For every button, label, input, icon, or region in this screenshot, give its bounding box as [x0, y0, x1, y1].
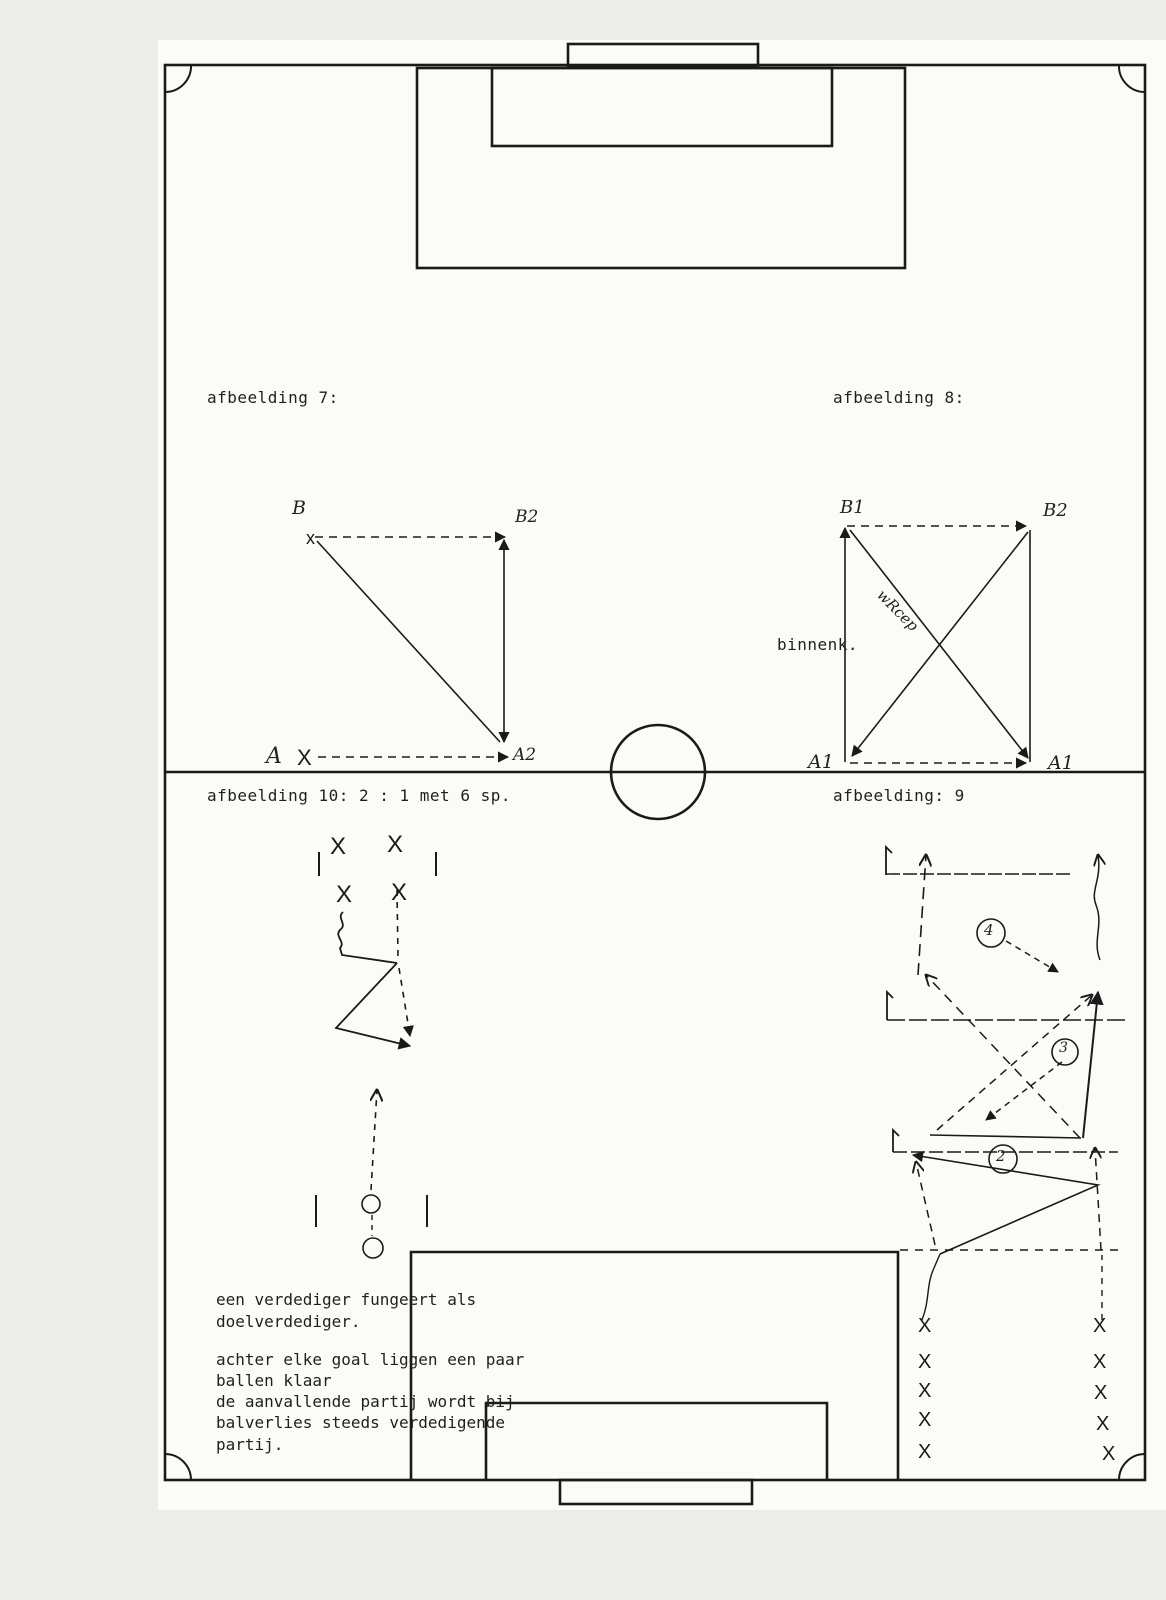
fig10-heading: afbeelding 10: 2 : 1 met 6 sp. [207, 786, 511, 805]
fig8-diagonal-b2-a1 [851, 531, 1029, 757]
fig7-run-b-a2 [316, 540, 501, 743]
figure-8-drawing [839, 520, 1031, 769]
note-line-7: partij. [216, 1435, 284, 1454]
fig9-step-circle-2 [988, 1144, 1018, 1174]
fig7-label-b: B [292, 497, 306, 519]
fig9-diag-up [936, 995, 1092, 1131]
fig10-dribble [337, 911, 398, 964]
fig7-x-b: x [306, 528, 315, 548]
corner-arc-tl [164, 64, 193, 93]
figure-7-drawing: x X [297, 528, 510, 770]
fig7-heading: afbeelding 7: [207, 388, 339, 407]
figure-10-drawing: X X X X [315, 831, 437, 1259]
pitch-lines [163, 42, 1147, 1506]
svg-text:X: X [918, 1315, 931, 1337]
fig9-step-3: 3 [1059, 1040, 1068, 1056]
svg-text:X: X [387, 831, 403, 858]
fig9-heading: afbeelding: 9 [833, 786, 965, 805]
fig7-label-b2: B2 [515, 507, 539, 527]
bottom-penalty-area [409, 1250, 900, 1480]
note-line-1: een verdediger fungeert als [216, 1290, 477, 1309]
paper-sheet [158, 40, 1166, 1510]
svg-text:X: X [1096, 1413, 1109, 1435]
fig10-players: X X X X [330, 831, 407, 908]
svg-text:X: X [1093, 1315, 1106, 1337]
svg-text:X: X [918, 1380, 931, 1402]
centre-circle [609, 723, 707, 821]
fig9-left-start-dribble [921, 1253, 941, 1321]
fig10-zigzag [334, 962, 412, 1050]
fig9-left-dash-up [916, 1162, 936, 1246]
fig7-label-a2: A2 [513, 745, 537, 765]
fig9-cross-pass [929, 1134, 1082, 1139]
svg-text:X: X [336, 881, 352, 908]
fig8-label-a1-right: A1 [1048, 752, 1074, 774]
fig9-pass-4 [1005, 940, 1059, 973]
top-goal-area [490, 66, 834, 148]
note-line-5: de aanvallende partij wordt bij [216, 1392, 515, 1411]
fig10-dash-down [398, 967, 414, 1038]
svg-text:X: X [391, 879, 407, 906]
top-goal [566, 42, 760, 68]
svg-text:X: X [1094, 1382, 1107, 1404]
fig9-players: X X X X X X X X X X [918, 1315, 1115, 1465]
fig9-field-marker-2 [886, 989, 894, 1020]
fig9-step-2: 2 [996, 1147, 1006, 1165]
fig9-left-upward-run [917, 855, 926, 976]
fig8-label-a1-left: A1 [808, 751, 834, 773]
fig9-pass-3 [985, 1061, 1063, 1121]
note-line-2: doelverdediger. [216, 1312, 361, 1331]
corner-arc-br [1118, 1453, 1146, 1481]
fig9-diag-back [926, 975, 1081, 1139]
fig9-run-up-right [1082, 990, 1104, 1139]
fig9-step-circle-3 [1051, 1038, 1079, 1066]
fig8-label-b2: B2 [1043, 500, 1068, 521]
note-line-6: balverlies steeds verdedigende [216, 1413, 505, 1432]
corner-arc-tr [1117, 64, 1146, 93]
fig8-heading: afbeelding 8: [833, 388, 965, 407]
corner-arc-bl [164, 1453, 192, 1481]
fig9-step-circle-4 [976, 918, 1006, 948]
fig9-right-dash-up [1095, 1148, 1102, 1251]
svg-text:X: X [918, 1441, 931, 1463]
fig9-step-4: 4 [984, 921, 994, 939]
svg-text:X: X [1093, 1351, 1106, 1373]
fig9-field-marker-3 [892, 1127, 900, 1152]
svg-text:X: X [330, 833, 346, 860]
fig10-ball-path [371, 1090, 377, 1191]
svg-text:X: X [918, 1351, 931, 1373]
note-line-4: ballen klaar [216, 1371, 332, 1390]
fig9-triangle-2 [911, 1151, 1101, 1255]
figure-9-drawing: X X X X X X X X X X [885, 844, 1128, 1465]
fig7-x-a: X [297, 745, 312, 770]
fig8-label-b1: B1 [840, 497, 865, 518]
fig7-label-a: A [266, 744, 282, 769]
fig9-field-marker-1 [885, 844, 893, 875]
fig8-label-binnenk: binnenk. [777, 635, 859, 654]
svg-text:X: X [1102, 1443, 1115, 1465]
bottom-goal-area [484, 1401, 829, 1480]
fig9-right-dribble [1094, 855, 1100, 961]
fig10-ball-1 [361, 1194, 381, 1214]
fig10-ball-2 [362, 1237, 384, 1259]
note-line-3: achter elke goal liggen een paar [216, 1350, 525, 1369]
svg-text:X: X [918, 1409, 931, 1431]
bottom-goal [558, 1478, 754, 1506]
